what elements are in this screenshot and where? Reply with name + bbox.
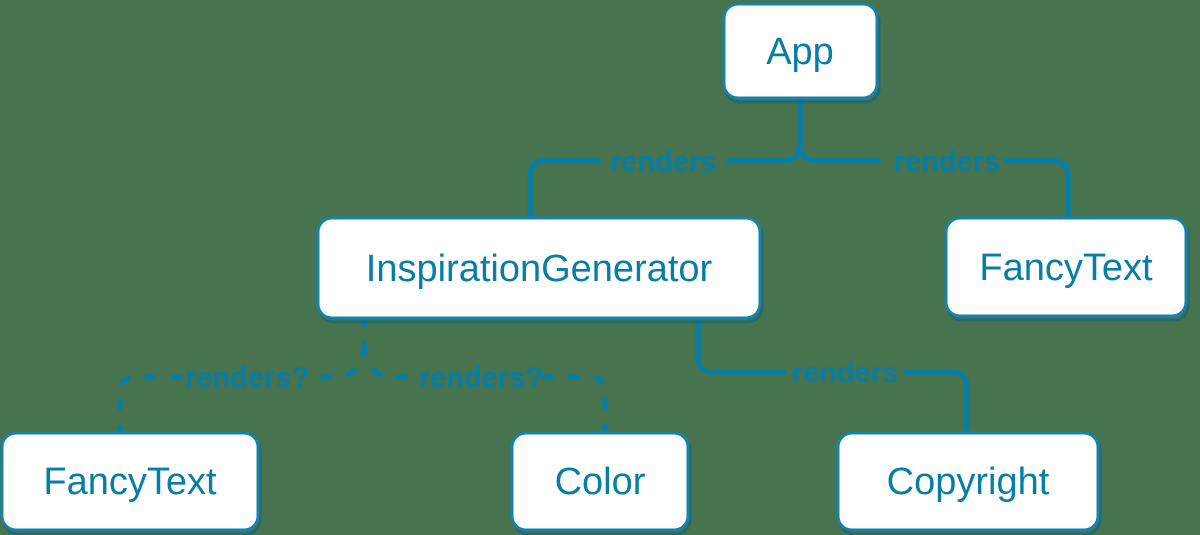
node-label: App [766, 31, 834, 73]
edge-label-renders: renders [894, 146, 1000, 178]
node-inspiration-generator: InspirationGenerator [316, 216, 764, 324]
node-color: Color [510, 431, 692, 535]
edge-segment [361, 344, 422, 380]
node-box [0, 431, 260, 532]
node-app: App [722, 2, 881, 104]
node-label: Copyright [887, 461, 1050, 503]
edge-label-renders: renders [610, 146, 716, 178]
edge-inspirationgenerator-color: renders? [361, 344, 608, 436]
edge-segment [527, 158, 601, 221]
node-box [722, 2, 879, 100]
edge-segment [695, 315, 787, 375]
edge-segment [117, 374, 183, 436]
node-box [316, 216, 762, 320]
node-fancy-text-top: FancyText [944, 216, 1190, 322]
node-label: FancyText [979, 247, 1153, 289]
node-copyright: Copyright [836, 431, 1102, 535]
edge-inspirationgenerator-copyright: renders [695, 315, 970, 436]
edge-segment [797, 140, 881, 164]
node-box [944, 216, 1188, 318]
edge-segment [903, 369, 970, 436]
edge-label-renders-conditional: renders? [419, 362, 543, 394]
edge-label-renders: renders [792, 357, 898, 389]
node-label: Color [555, 461, 646, 503]
node-box [836, 431, 1100, 532]
edge-segment [726, 95, 803, 164]
edge-label-renders-conditional: renders? [185, 362, 309, 394]
edge-inspirationgenerator-fancytext: renders? [117, 315, 367, 436]
node-label: FancyText [43, 461, 217, 503]
edge-segment [314, 344, 367, 380]
edge-app-inspirationgenerator: renders [527, 95, 803, 221]
node-label: InspirationGenerator [366, 248, 713, 290]
edge-segment [1003, 158, 1071, 221]
node-box [510, 431, 690, 532]
edge-app-fancytext: renders [797, 140, 1071, 221]
edge-segment [541, 374, 608, 436]
node-fancy-text-bottom: FancyText [0, 431, 262, 535]
